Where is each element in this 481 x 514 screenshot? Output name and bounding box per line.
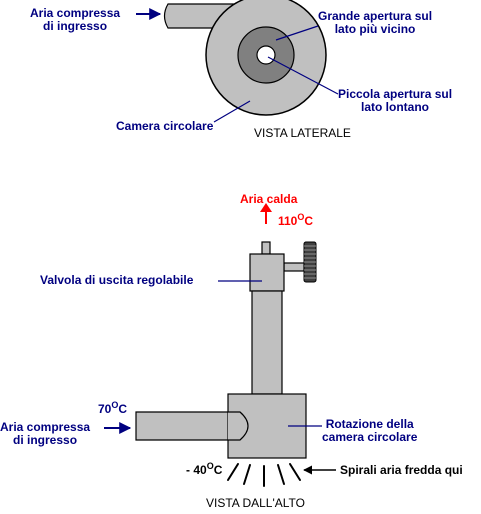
rotation-label: Rotazione della camera circolare [322, 417, 418, 444]
top-inlet-label: Aria compressa di ingresso [0, 420, 91, 447]
hot-tube [251, 290, 283, 395]
small-opening [256, 45, 276, 65]
top-view-caption: VISTA DALL'ALTO [206, 496, 305, 510]
side-view-caption: VISTA LATERALE [254, 126, 351, 140]
chamber-label: Camera circolare [116, 119, 214, 133]
cold-spiral-label: Spirali aria fredda qui [340, 463, 463, 477]
inlet-temperature: 70OC [98, 400, 128, 416]
cold-air-streaks [227, 463, 301, 487]
inlet-swirl-channel [228, 411, 249, 441]
small-opening-label: Piccola apertura sul lato lontano [338, 87, 453, 114]
valve-label: Valvola di uscita regolabile [40, 273, 194, 287]
side-inlet-label: Aria compressa di ingresso [30, 6, 121, 33]
valve-stem [283, 262, 305, 272]
large-opening-label: Grande apertura sul lato più vicino [318, 9, 433, 36]
leader-chamber [213, 100, 251, 123]
leader-large-opening [275, 25, 319, 41]
hot-air-temperature: 110OC [278, 212, 314, 228]
leader-small-opening [267, 56, 339, 95]
cold-air-temperature: - 40OC [186, 461, 223, 477]
hot-air-label: Aria calda [240, 192, 298, 206]
side-view-graphic [136, 0, 339, 123]
top-view-graphic [104, 203, 336, 487]
valve-body [249, 253, 285, 292]
outlet-nozzle [261, 241, 271, 255]
